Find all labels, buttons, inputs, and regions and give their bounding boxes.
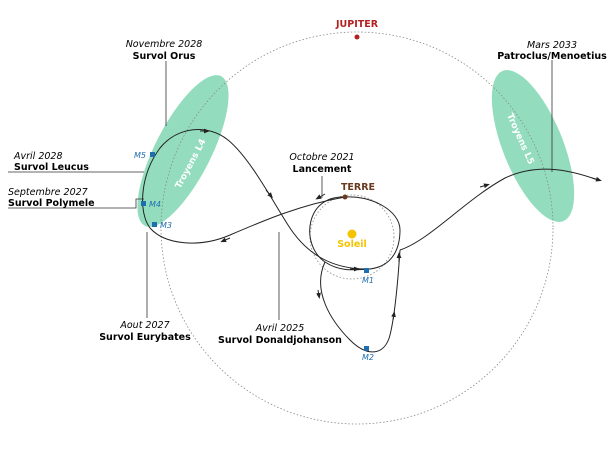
event-donaldjohanson-name: Survol Donaldjohanson bbox=[218, 335, 342, 346]
maneuver-label-m1: M1 bbox=[362, 276, 374, 285]
event-donaldjohanson-date: Avril 2025 bbox=[255, 323, 305, 334]
maneuver-label-m3: M3 bbox=[160, 221, 172, 230]
event-eurybates-name: Survol Eurybates bbox=[99, 332, 191, 343]
maneuver-marker-m5 bbox=[150, 152, 155, 157]
event-orus-name: Survol Orus bbox=[133, 51, 196, 62]
trajectory-to-l4 bbox=[142, 129, 371, 270]
event-patroclus-date: Mars 2033 bbox=[527, 40, 577, 51]
maneuver-marker-m1 bbox=[364, 268, 369, 273]
earth-marker bbox=[342, 194, 348, 200]
jupiter-marker bbox=[354, 34, 360, 40]
event-eurybates-date: Aout 2027 bbox=[119, 320, 169, 331]
maneuver-marker-m3 bbox=[152, 222, 157, 227]
trojan-l5-swarm bbox=[491, 70, 575, 222]
arrow-mark bbox=[265, 189, 273, 199]
event-launch-name: Lancement bbox=[293, 164, 352, 175]
arrow-mark bbox=[479, 183, 490, 189]
trajectory-inner-arc bbox=[320, 249, 401, 353]
arrow-mark bbox=[315, 193, 326, 200]
event-patroclus-name: Patroclus/Menoetius bbox=[497, 51, 607, 62]
event-polymele-date: Septembre 2027 bbox=[8, 187, 88, 198]
maneuver-label-m2: M2 bbox=[362, 353, 374, 362]
maneuver-label-m4: M4 bbox=[149, 200, 161, 209]
arrow-mark bbox=[316, 289, 321, 299]
event-leucus-date: Avril 2028 bbox=[13, 151, 63, 162]
jupiter-label: JUPITER bbox=[335, 19, 379, 30]
event-launch-date: Octobre 2021 bbox=[289, 152, 354, 163]
trojan-l4-swarm bbox=[137, 75, 229, 227]
maneuver-label-m5: M5 bbox=[134, 151, 146, 160]
arrow-mark bbox=[391, 311, 396, 321]
event-polymele-name: Survol Polymele bbox=[8, 198, 95, 209]
jupiter-orbit bbox=[160, 31, 554, 425]
earth-label: TERRE bbox=[341, 182, 375, 193]
sun bbox=[347, 229, 357, 239]
arrow-mark bbox=[220, 237, 231, 243]
maneuver-marker-m4 bbox=[141, 201, 146, 206]
event-orus-date: Novembre 2028 bbox=[126, 39, 203, 50]
event-leucus-name: Survol Leucus bbox=[14, 162, 89, 173]
sun-label: Soleil bbox=[337, 239, 367, 250]
earth-orbit bbox=[309, 194, 395, 280]
arrow-mark bbox=[591, 176, 602, 182]
maneuver-marker-m2 bbox=[364, 346, 369, 351]
leader-polymele bbox=[8, 198, 144, 209]
trajectory-to-l5 bbox=[399, 168, 599, 251]
